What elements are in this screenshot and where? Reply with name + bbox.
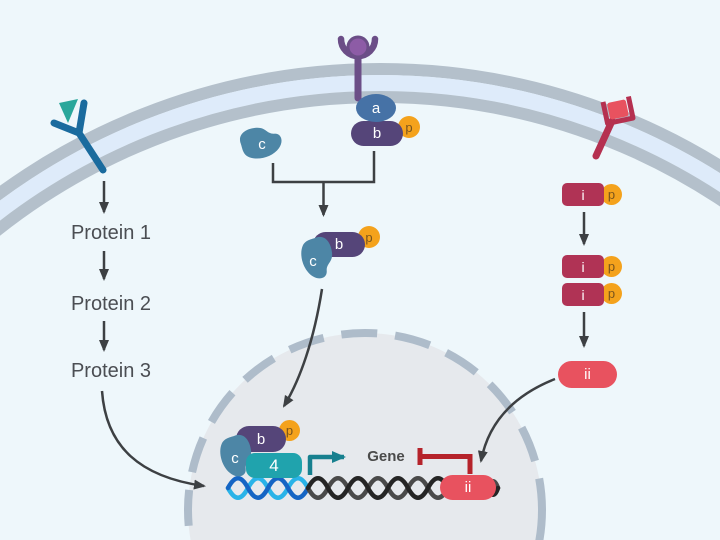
membrane-lipid-core [0,75,720,221]
phosphate-label: p [405,119,413,135]
ball-ligand-icon [346,35,370,59]
membrane-outer-layer [0,63,720,201]
protein-b-pill: b [351,121,403,146]
protein-c-blob [239,127,282,159]
arrow-protein3-to-dna [100,390,206,490]
inhibition-bar-icon [417,448,473,474]
protein-c-label: c [258,135,266,153]
protein-c-label: c [309,252,317,270]
receptor-bracket [600,96,636,126]
inhibitor-ii-pill: ii [558,361,617,388]
factor-4-pill: 4 [246,453,302,478]
transcription-arrow-icon [307,451,346,475]
inhibitor-i-box: i [562,283,604,306]
inhibitor-i-label: i [581,186,585,203]
protein-1-label: Protein 1 [70,221,152,244]
receptor-stem [592,117,616,160]
dna-strand-blue-dark [225,476,311,500]
inhibitor-ii-label: ii [584,366,591,383]
protein-c-label: c [231,449,239,467]
factor-4-label: 4 [269,455,279,475]
inhibitor-ii-pill: ii [440,475,496,500]
phosphate-badge: p [601,256,622,277]
square-receptor-icon [592,96,636,160]
protein-2-label: Protein 2 [70,292,152,315]
protein-c-blob [220,434,252,477]
phosphate-badge: p [398,116,420,138]
antibody-y-arms [50,99,107,174]
triangle-ligand-icon [59,99,78,123]
inhibitor-i-box: i [562,183,604,206]
arrow-ii-to-nucleus [477,377,556,463]
protein-b-label: b [372,125,382,142]
protein-3-label: Protein 3 [70,359,152,382]
complex-formation-bracket [271,151,376,184]
protein-a-label: a [371,99,381,117]
square-ligand-icon [607,99,629,120]
protein-a-subunit: a [356,94,396,122]
gene-label: Gene [367,447,405,465]
cup-receptor-icon [337,35,379,102]
phosphate-badge: p [601,283,622,304]
arrow-complex-to-nucleus [282,288,324,408]
antibody-receptor-icon [50,99,107,174]
phosphate-badge: p [601,184,622,205]
protein-c-blob [301,236,333,279]
inhibitor-i-box: i [562,255,604,278]
